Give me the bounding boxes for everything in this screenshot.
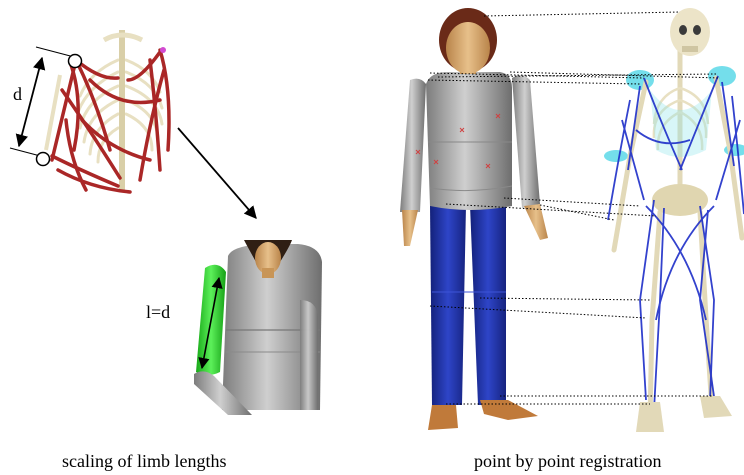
caption-right: point by point registration bbox=[474, 451, 661, 472]
label-d: d bbox=[13, 84, 22, 104]
caption-left: scaling of limb lengths bbox=[62, 451, 226, 472]
mannequin-icon bbox=[400, 8, 548, 430]
full-skeleton-icon bbox=[604, 8, 744, 432]
arrow-icon bbox=[178, 128, 256, 218]
label-l-eq-d: l=d bbox=[146, 302, 170, 322]
skeleton-torso-icon bbox=[46, 28, 178, 198]
mannequin-closeup: l=d bbox=[146, 240, 322, 415]
